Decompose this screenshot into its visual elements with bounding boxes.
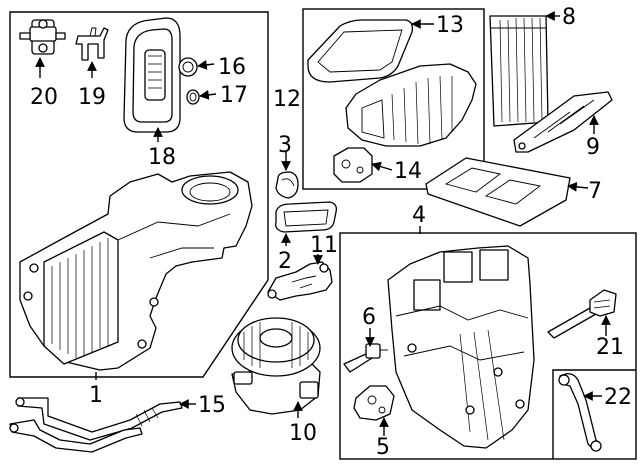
- sensor-part-6[interactable]: [343, 343, 388, 373]
- hvac-case-part-1[interactable]: [19, 171, 253, 371]
- callout-13: 13: [436, 13, 464, 38]
- actuator-part-5[interactable]: [353, 385, 395, 421]
- filter-door-part-9[interactable]: [513, 91, 613, 153]
- callout-16: 16: [218, 55, 246, 80]
- callout-10: 10: [289, 421, 317, 446]
- seal-frame-part-13[interactable]: [307, 19, 414, 83]
- seal-part-2[interactable]: [275, 201, 338, 233]
- leader-lines: [35, 11, 611, 436]
- expansion-valve-part-20[interactable]: [19, 19, 66, 55]
- callout-15: 15: [198, 393, 226, 418]
- bracket-part-19[interactable]: [75, 27, 109, 61]
- blower-motor-part-10[interactable]: [231, 317, 321, 415]
- gasket-part-18[interactable]: [123, 17, 181, 133]
- callout-6: 6: [362, 305, 376, 330]
- evaporator-housing-part-12[interactable]: [345, 63, 477, 147]
- callout-18: 18: [148, 145, 176, 170]
- callout-1: 1: [89, 383, 103, 408]
- callout-14: 14: [394, 159, 422, 184]
- callout-21: 21: [596, 335, 624, 360]
- group-frame-22: [552, 369, 636, 459]
- callout-4: 4: [412, 203, 426, 228]
- callout-22: 22: [604, 385, 632, 410]
- o-ring-part-17[interactable]: [186, 89, 200, 105]
- callout-9: 9: [586, 135, 600, 160]
- resistor-part-14[interactable]: [333, 147, 373, 183]
- cabin-filter-part-8[interactable]: [489, 15, 549, 127]
- callout-8: 8: [562, 5, 576, 30]
- callout-11: 11: [310, 233, 338, 258]
- filter-housing-part-7[interactable]: [425, 157, 571, 227]
- hose-part-22[interactable]: [558, 373, 602, 452]
- callout-12: 12: [273, 87, 301, 112]
- callout-7: 7: [588, 179, 602, 204]
- callout-20: 20: [30, 85, 58, 110]
- wire-harness-part-21[interactable]: [547, 289, 617, 339]
- o-ring-part-16[interactable]: [178, 57, 198, 77]
- cap-part-3[interactable]: [275, 171, 299, 199]
- hvac-main-case-part-4[interactable]: [387, 245, 535, 449]
- callout-19: 19: [78, 85, 106, 110]
- group-frame-1: [9, 11, 269, 378]
- callout-3: 3: [278, 133, 292, 158]
- callout-labels: 20 19 18 16 17 1 12 3 2 11 10 15 13 14 8…: [30, 5, 632, 460]
- callout-17: 17: [220, 83, 248, 108]
- group-frame-12: [302, 8, 485, 190]
- group-frame-4: [339, 232, 637, 460]
- callout-2: 2: [278, 249, 292, 274]
- callout-5: 5: [376, 435, 390, 460]
- actuator-part-11[interactable]: [267, 261, 333, 301]
